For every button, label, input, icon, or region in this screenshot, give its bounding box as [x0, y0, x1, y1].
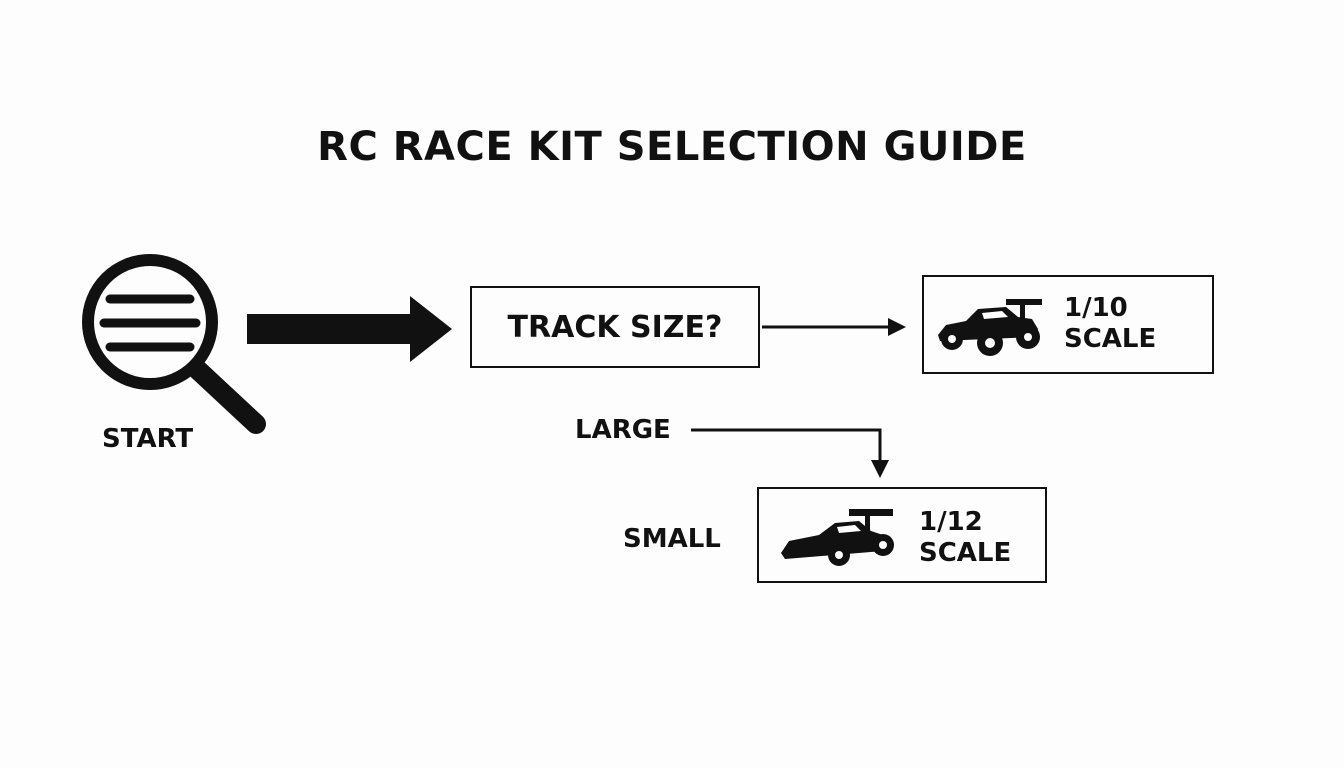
result-1-10-scale-value: 1/10 — [1064, 293, 1128, 323]
question-label: TRACK SIZE? — [507, 309, 723, 345]
branch-label-small: SMALL — [623, 524, 721, 554]
arrow-question-to-1-10 — [762, 318, 906, 336]
big-arrow-start-to-question — [247, 296, 452, 362]
result-1-10-scale-unit: SCALE — [1064, 324, 1157, 354]
result-box-1-12-scale: 1/12 SCALE — [757, 487, 1047, 583]
question-box: TRACK SIZE? — [470, 286, 760, 368]
buggy-car-icon — [938, 299, 1042, 356]
result-box-1-10-scale: 1/10 SCALE — [922, 275, 1214, 374]
diagram-title: RC RACE KIT SELECTION GUIDE — [317, 124, 1027, 170]
result-1-12-scale-unit: SCALE — [919, 538, 1012, 568]
formula-car-icon — [781, 509, 894, 566]
magnifier-list-icon — [82, 254, 266, 434]
result-1-12-scale-value: 1/12 — [919, 507, 983, 537]
start-label: START — [102, 424, 194, 454]
branch-label-large: LARGE — [575, 415, 671, 445]
arrow-large-to-1-12 — [691, 428, 889, 478]
